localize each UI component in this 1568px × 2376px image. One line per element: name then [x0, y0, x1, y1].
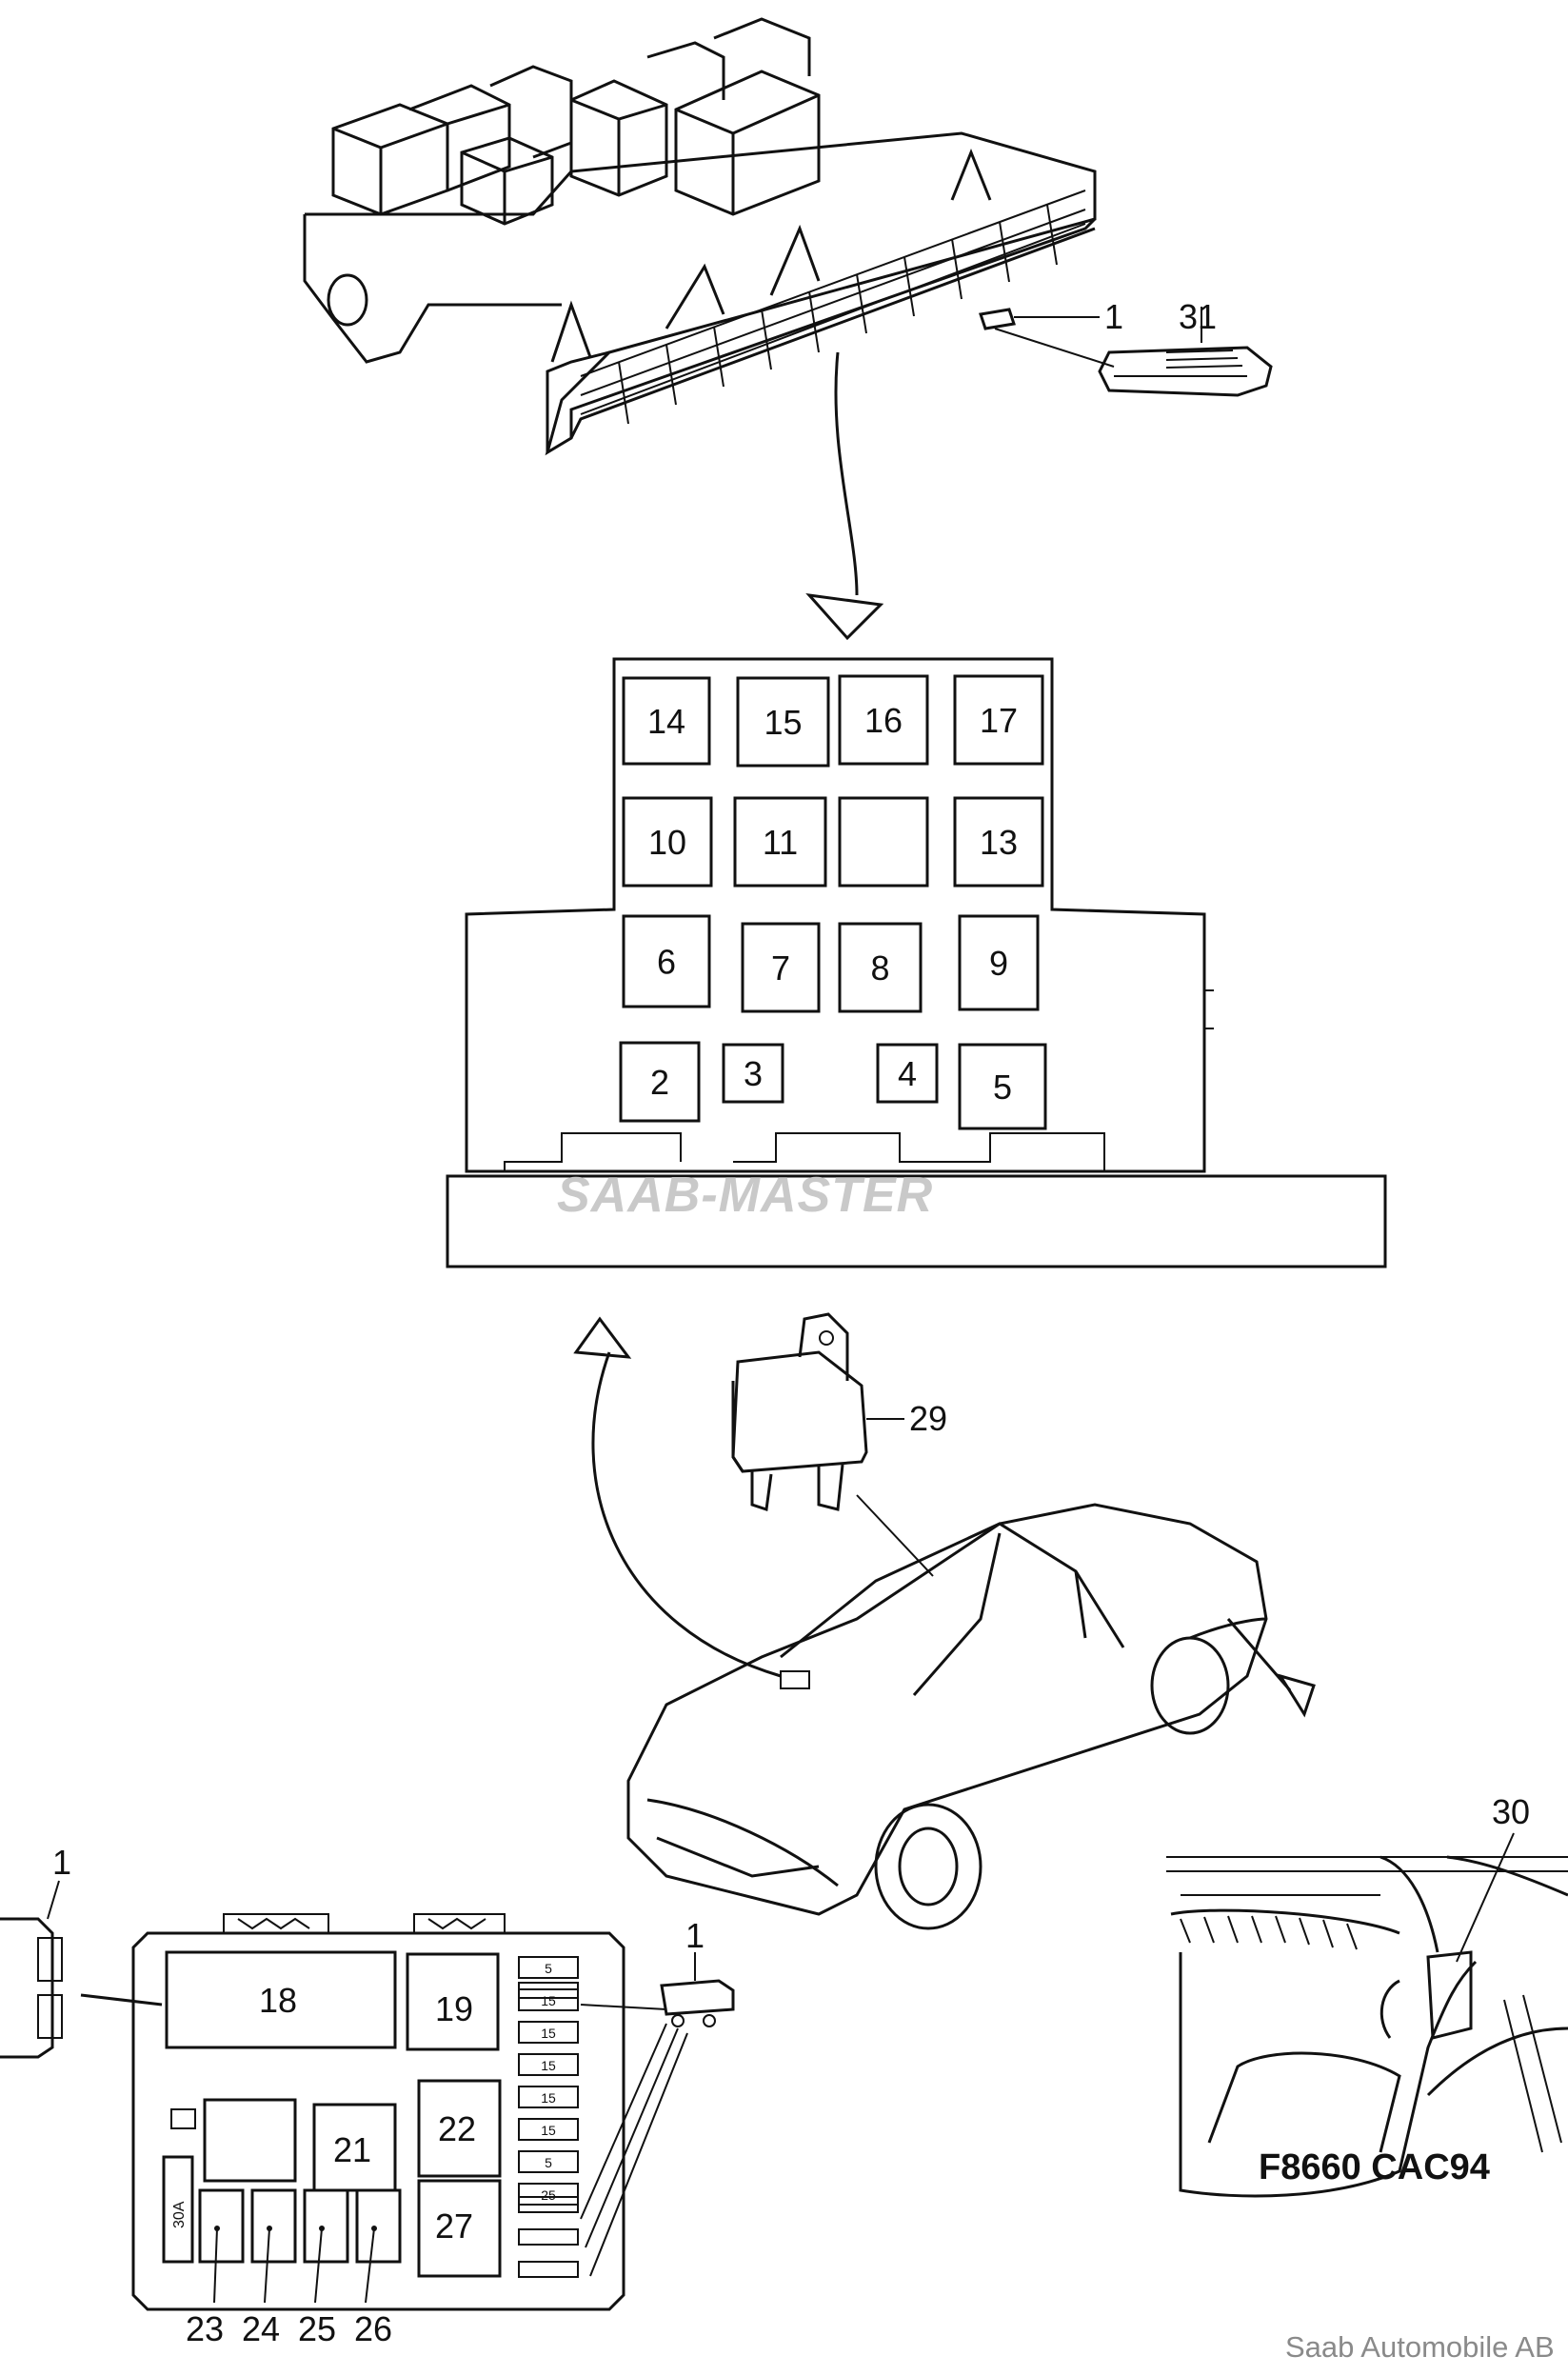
relay-slot-label: 16 — [864, 701, 903, 740]
relay-slot — [722, 1043, 784, 1104]
fuse-value: 15 — [541, 2058, 556, 2073]
relay-slot-label: 15 — [764, 703, 802, 742]
relay-slot-label: 14 — [647, 702, 685, 741]
relay-bottom-label: 26 — [354, 2309, 392, 2348]
relay-unlabeled — [203, 2098, 297, 2183]
relay-slot — [741, 922, 821, 1013]
label-19: 19 — [435, 1989, 473, 2028]
relay-slot — [622, 676, 711, 766]
relay-21 — [312, 2103, 397, 2192]
leader-line — [314, 2227, 323, 2304]
relay-slot — [838, 674, 929, 766]
fuse-value: 15 — [541, 1993, 556, 2008]
relay-slot — [958, 914, 1040, 1011]
relay-slot — [736, 676, 830, 768]
callout-fuse-left: 1 — [52, 1843, 71, 1882]
fuse-right-illustration — [580, 1952, 735, 2277]
callout-relay-29: 29 — [909, 1399, 947, 1438]
relay-slot — [876, 1043, 939, 1104]
callout-fuse-right: 1 — [685, 1916, 705, 1955]
label-27: 27 — [435, 2206, 473, 2246]
arrow-down-to-relay-box — [805, 351, 884, 641]
label-30a: 30A — [171, 2201, 188, 2228]
relay-bottom-label: 24 — [242, 2309, 280, 2348]
credit-text: Saab Automobile AB — [1285, 2330, 1555, 2364]
engine-fuse-box-outline — [131, 1913, 625, 2311]
relay-slot — [622, 796, 713, 888]
relay-slot-label: 3 — [744, 1054, 763, 1093]
relay-bottom-label: 25 — [298, 2309, 336, 2348]
small-connector — [170, 2108, 196, 2129]
fuse-30a — [162, 2155, 194, 2264]
relay-slot — [838, 922, 923, 1013]
fuse-removed — [518, 2228, 579, 2246]
fuse — [518, 2021, 579, 2044]
relay-bottom — [250, 2188, 297, 2264]
fuse-value: 5 — [545, 2155, 552, 2170]
callout-fuse-top: 1 — [1104, 297, 1123, 336]
relay-slot-label: 8 — [870, 948, 889, 988]
relay-slot-label: 17 — [980, 701, 1018, 740]
car-illustration — [626, 1503, 1316, 1930]
fuse-value: 5 — [545, 1961, 552, 1976]
fuse-removed — [518, 1982, 579, 1999]
relay-slot — [838, 796, 929, 888]
relay-slot-label: 5 — [993, 1068, 1012, 1107]
relay-bottom — [198, 2188, 245, 2264]
fuse-value: 15 — [541, 2090, 556, 2106]
leader-line — [365, 2227, 375, 2304]
relay-slot-label: 11 — [763, 823, 798, 862]
relay-slot-label: 4 — [898, 1054, 917, 1093]
label-18: 18 — [259, 1981, 297, 2020]
relay-slot — [622, 914, 711, 1008]
label-22: 22 — [438, 2109, 476, 2148]
callout-part-30: 30 — [1492, 1792, 1530, 1831]
relay-22 — [417, 2079, 502, 2178]
relay-19 — [406, 1952, 500, 2051]
relay-slot-label: 10 — [648, 823, 686, 862]
fuse-value: 15 — [541, 2123, 556, 2138]
relay-slot-label: 9 — [989, 944, 1008, 983]
relay-slot-label: 6 — [657, 943, 676, 982]
fuse — [518, 2183, 579, 2206]
relay-bottom — [355, 2188, 402, 2264]
relay-slot — [953, 796, 1044, 888]
relay-box-outline — [446, 657, 1387, 1268]
part-30-illustration — [1166, 1832, 1568, 2198]
leader-line — [264, 2227, 270, 2304]
fuse-value: 15 — [541, 2026, 556, 2041]
fuse-left-illustration — [0, 1880, 163, 2059]
relay-slot — [958, 1043, 1047, 1130]
relay-slot-label: 2 — [650, 1063, 669, 1102]
arrow-up-to-relay-box — [573, 1316, 782, 1678]
callout-fuse-puller: 31 — [1179, 297, 1217, 336]
fuse — [518, 2086, 579, 2108]
relay-slot — [619, 1041, 701, 1123]
fuse — [518, 2053, 579, 2076]
relay-bottom — [303, 2188, 349, 2264]
leader-line — [213, 2227, 218, 2304]
fuse-removed — [518, 2261, 579, 2278]
fuse-value: 25 — [541, 2187, 556, 2203]
relay-slot-label: 13 — [980, 823, 1018, 862]
relay-29-illustration — [731, 1312, 934, 1577]
fuse-removed — [518, 2196, 579, 2213]
relay-carrier-illustration — [303, 17, 1097, 456]
fuse — [518, 2150, 579, 2173]
relay-18 — [165, 1950, 397, 2049]
relay-bottom-label: 23 — [186, 2309, 224, 2348]
fuse — [518, 2118, 579, 2141]
relay-slot — [733, 796, 827, 888]
relay-27 — [417, 2179, 502, 2278]
fuse — [518, 1956, 579, 1979]
relay-slot — [953, 674, 1044, 766]
relay-slot-label: 7 — [771, 948, 790, 988]
drawing-code: F8660 CAC94 — [1259, 2147, 1490, 2187]
fuse-puller-illustration — [1098, 307, 1273, 397]
watermark-text: SAAB-MASTER — [557, 1168, 934, 1223]
fuse-top-illustration — [979, 308, 1115, 368]
label-21: 21 — [333, 2130, 371, 2169]
fuse — [518, 1988, 579, 2011]
